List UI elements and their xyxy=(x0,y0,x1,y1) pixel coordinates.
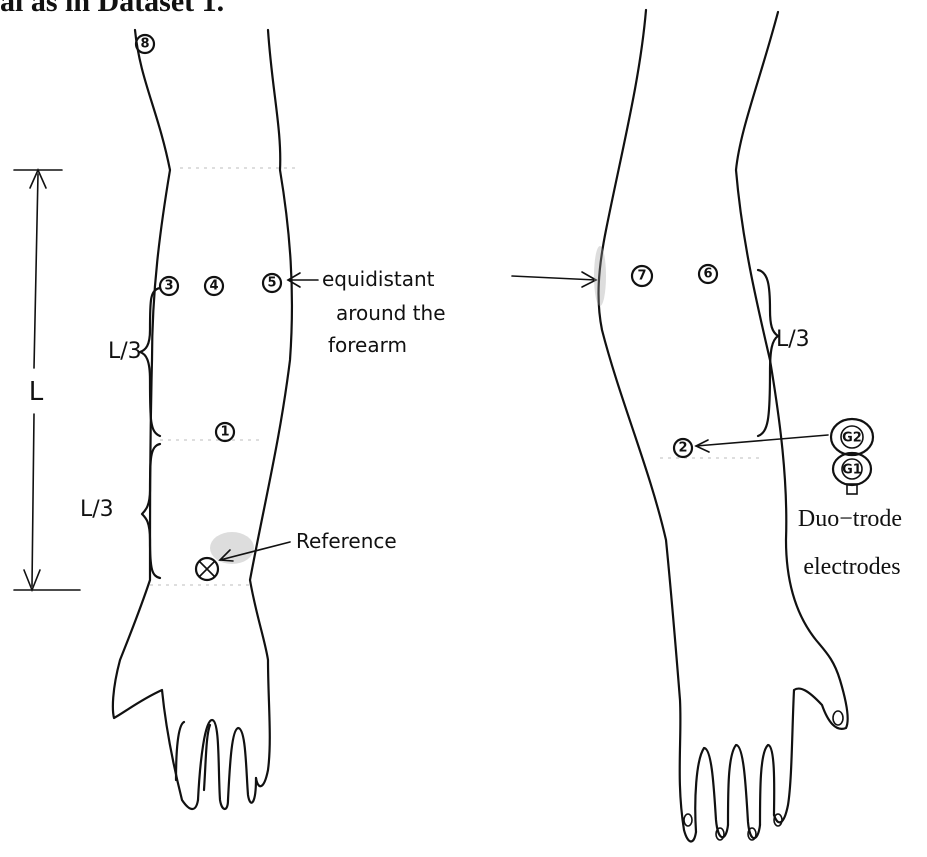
right-arm-shading xyxy=(594,246,606,306)
svg-text:7: 7 xyxy=(637,269,646,284)
brace-upper-third xyxy=(140,288,160,436)
left-arm xyxy=(113,30,300,809)
electrode-4: 4 xyxy=(205,277,223,295)
electrode-2: 2 xyxy=(674,439,692,457)
electrode-5: 5 xyxy=(263,274,281,292)
electrode-3: 3 xyxy=(160,277,178,295)
upper-third-label: L/3 xyxy=(108,339,142,364)
lower-third-label: L/3 xyxy=(80,497,114,522)
left-arm-finger-2 xyxy=(228,728,256,803)
cropped-header: al as in Dataset 1. xyxy=(0,0,224,18)
right-arm-finger-2 xyxy=(728,745,760,838)
svg-text:1: 1 xyxy=(220,425,229,440)
right-arm-fingernail-1 xyxy=(684,814,692,826)
g1-label: G1 xyxy=(842,463,862,478)
electrode-8: 8 xyxy=(136,35,154,53)
electrode-1: 1 xyxy=(216,423,234,441)
duotrode-electrode-icon: G2 G1 xyxy=(831,419,873,494)
g2-label: G2 xyxy=(842,431,862,446)
equidistant-right-pointer xyxy=(512,276,596,280)
equidistant-line-3: forearm xyxy=(328,333,407,357)
reference-label: Reference xyxy=(296,529,397,553)
duotrode-pointer-line xyxy=(696,435,828,446)
electrode-6: 6 xyxy=(699,265,717,283)
electrode-7: 7 xyxy=(632,266,652,286)
length-arrow-upper xyxy=(34,174,38,368)
length-label: L xyxy=(29,377,44,407)
equidistant-line-1: equidistant xyxy=(322,267,435,291)
left-arm-inner-contour xyxy=(250,30,292,786)
svg-text:3: 3 xyxy=(164,279,173,294)
right-arm-thumbnail xyxy=(833,711,843,725)
duotrode-caption-line-1: Duo−trode xyxy=(798,506,902,532)
svg-text:8: 8 xyxy=(140,37,149,52)
svg-text:4: 4 xyxy=(209,279,218,294)
equidistant-line-2: around the xyxy=(336,301,446,325)
right-arm-inner-contour xyxy=(736,12,848,822)
left-arm-finger-3 xyxy=(176,722,184,780)
right-arm-finger-1 xyxy=(695,748,728,837)
svg-text:6: 6 xyxy=(703,267,712,282)
right-arm-finger-3 xyxy=(760,745,774,825)
duotrode-caption-line-2: electrodes xyxy=(803,554,900,580)
length-arrow-lower xyxy=(32,414,34,586)
left-arm-finger-1 xyxy=(198,720,228,809)
left-arm-outer-contour xyxy=(113,30,198,809)
right-arm xyxy=(594,10,848,842)
right-arm-outer-contour xyxy=(599,10,696,842)
svg-text:5: 5 xyxy=(267,276,276,291)
right-third-label: L/3 xyxy=(776,327,810,352)
length-measure: L xyxy=(14,170,80,590)
svg-text:2: 2 xyxy=(678,441,687,456)
